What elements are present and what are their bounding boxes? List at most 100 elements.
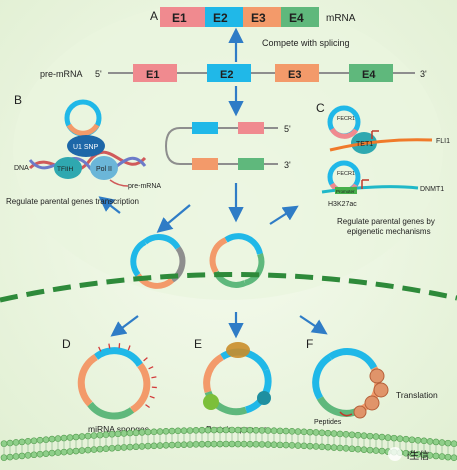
mrna-exon-e1 (160, 7, 205, 27)
lipid-head (12, 439, 20, 446)
lipid-head (36, 450, 44, 458)
lipid-head (78, 447, 86, 454)
lipid-head (66, 434, 74, 441)
lipid-head (306, 428, 314, 436)
lipid-head (48, 435, 56, 443)
lipid-head (432, 438, 440, 446)
lipid-head (126, 443, 134, 451)
lipid-head (402, 435, 410, 443)
lipid-head (78, 433, 86, 440)
lipid-head (222, 426, 230, 434)
lipid-head (258, 427, 266, 434)
lipid-head (120, 444, 128, 451)
lipid-head (198, 440, 206, 448)
mirna-mark (149, 395, 155, 399)
pre-exon-e3 (275, 64, 319, 82)
lipid-head (126, 429, 134, 437)
lipid-head (444, 453, 452, 461)
lipid-head (156, 442, 164, 449)
lipid-head (120, 430, 128, 437)
h3k27ac-label: H3K27ac (328, 201, 357, 208)
mrna-bar: E1 E2 E3 E4 (160, 7, 319, 27)
lipid-head (114, 444, 122, 452)
bs-exon-e1 (238, 122, 264, 134)
lipid-head (312, 443, 320, 450)
lipid-head (378, 433, 386, 441)
lipid-head (438, 453, 446, 460)
pre-mrna-3prime: 3' (420, 69, 427, 79)
lipid-head (210, 440, 218, 448)
lipid-head (336, 444, 344, 452)
lipid-head (246, 426, 254, 434)
lipid-head (108, 430, 116, 438)
lipid-head (0, 454, 8, 461)
lipid-head (246, 440, 254, 448)
lipid-head (258, 441, 266, 448)
lipid-head (144, 428, 152, 436)
lipid-head (24, 438, 32, 445)
lipid-head (396, 435, 404, 442)
lipid-head (282, 427, 290, 435)
lipid-head (168, 441, 176, 449)
back-splicing-structure (164, 122, 278, 170)
lipid-head (60, 434, 68, 442)
panel-c-caption-2: epigenetic mechanisms (347, 227, 431, 236)
bs-exon-e2 (192, 122, 218, 134)
lipid-head (342, 445, 350, 452)
lipid-head (72, 433, 80, 441)
tet1-label: TET1 (356, 141, 373, 148)
lipid-head (192, 427, 200, 434)
lipid-head (270, 441, 278, 448)
peptide-strand (339, 411, 353, 417)
fli1-label: FLI1 (436, 138, 450, 145)
mirna-marks (98, 343, 157, 409)
compete-text: Compete with splicing (262, 38, 350, 48)
lipid-head (354, 445, 362, 453)
pre-mrna-label: pre-mRNA (40, 69, 83, 79)
mirna-mark (151, 376, 157, 379)
fecr1-label-top: FECR1 (337, 116, 355, 122)
lipid-head (282, 441, 290, 449)
lipid-head (54, 435, 62, 442)
lipid-head (300, 442, 308, 450)
lipid-head (270, 427, 278, 434)
lipid-head (174, 427, 182, 435)
arrow-to-panel-c (269, 205, 299, 225)
pre-e3-label: E3 (288, 69, 301, 81)
mrna-exon-e3 (243, 7, 281, 27)
watermark: i生信 (388, 447, 429, 462)
membrane-divider (0, 272, 457, 303)
lipid-head (162, 441, 170, 449)
lipid-head (102, 431, 110, 438)
pre-e2-label: E2 (220, 69, 233, 81)
lipid-head (252, 440, 260, 448)
lipid-head (18, 452, 26, 460)
promoter-shape (335, 187, 357, 194)
mrna-exon-e2 (205, 7, 243, 27)
pre-e4-label: E4 (362, 69, 376, 81)
lipid-head (408, 436, 416, 444)
lipid-head (6, 453, 14, 461)
lipid-head (150, 442, 158, 450)
lipid-head (288, 428, 296, 435)
lipid-head (384, 434, 392, 441)
bs-exon-e3 (192, 158, 218, 170)
lipid-head (276, 427, 284, 435)
lipid-head (102, 445, 110, 452)
dna-label: DNA (14, 165, 29, 172)
lipid-head (450, 454, 457, 462)
lipid-head (354, 431, 362, 439)
lipid-head (6, 439, 14, 447)
pol-ii-label: Pol II (96, 166, 112, 173)
lipid-head (114, 430, 122, 438)
lipid-head (204, 440, 212, 448)
lipid-head (228, 426, 236, 434)
lipid-head (132, 443, 140, 451)
pol-ii-shape (90, 156, 118, 180)
pre-e1-label: E1 (146, 69, 159, 81)
lipid-head (264, 427, 272, 434)
lipid-head (186, 441, 194, 448)
fecr1-label-bottom: FECR1 (337, 171, 355, 177)
mrna-label: mRNA (326, 13, 356, 24)
lipid-head (30, 451, 38, 459)
